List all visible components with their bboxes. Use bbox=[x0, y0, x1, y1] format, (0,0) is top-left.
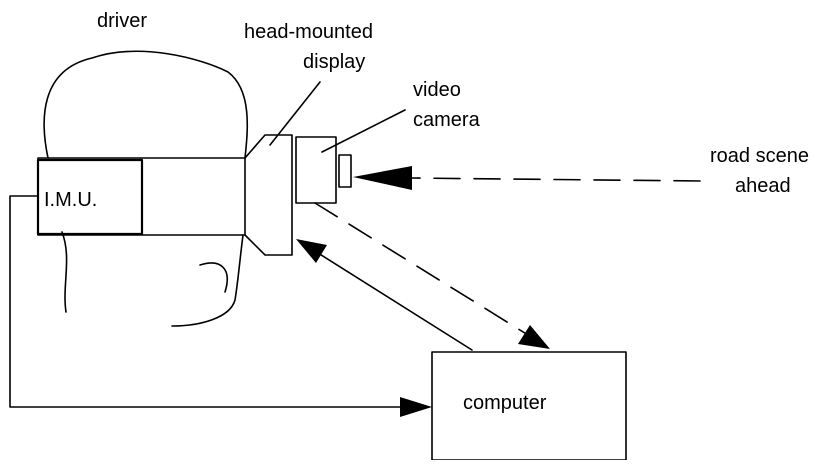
driver-head-outline bbox=[43, 50, 249, 159]
video-camera-body bbox=[295, 136, 337, 204]
hmd-leader-line bbox=[269, 81, 321, 146]
computer-to-display-arrowhead bbox=[296, 239, 327, 263]
computer-to-display-line bbox=[317, 252, 473, 351]
imu-to-computer-line bbox=[9, 195, 401, 408]
camera-to-computer-arrowhead bbox=[518, 325, 550, 349]
hmd-label-line2: display bbox=[303, 51, 365, 73]
imu-to-computer-arrowhead bbox=[400, 397, 432, 417]
driver-label: driver bbox=[97, 10, 147, 32]
video-camera-lens bbox=[338, 154, 352, 188]
computer-label: computer bbox=[463, 392, 547, 414]
road-scene-arrowhead bbox=[353, 166, 412, 190]
imu-label: I.M.U. bbox=[44, 189, 97, 211]
driver-head-lower-outline bbox=[61, 231, 68, 313]
camera-label-line2: camera bbox=[413, 109, 481, 131]
road-label-line1: road scene bbox=[710, 145, 809, 167]
hmd-label-line1: head-mounted bbox=[244, 21, 373, 43]
camera-leader-line bbox=[321, 109, 406, 153]
driver-ear bbox=[199, 262, 228, 293]
driver-jaw bbox=[171, 234, 244, 327]
imu-box bbox=[36, 158, 144, 236]
road-scene-dashed-line bbox=[409, 177, 701, 182]
camera-label-line1: video bbox=[413, 79, 461, 101]
camera-to-computer-dashed-line bbox=[314, 202, 529, 336]
road-label-line2: ahead bbox=[735, 175, 791, 197]
